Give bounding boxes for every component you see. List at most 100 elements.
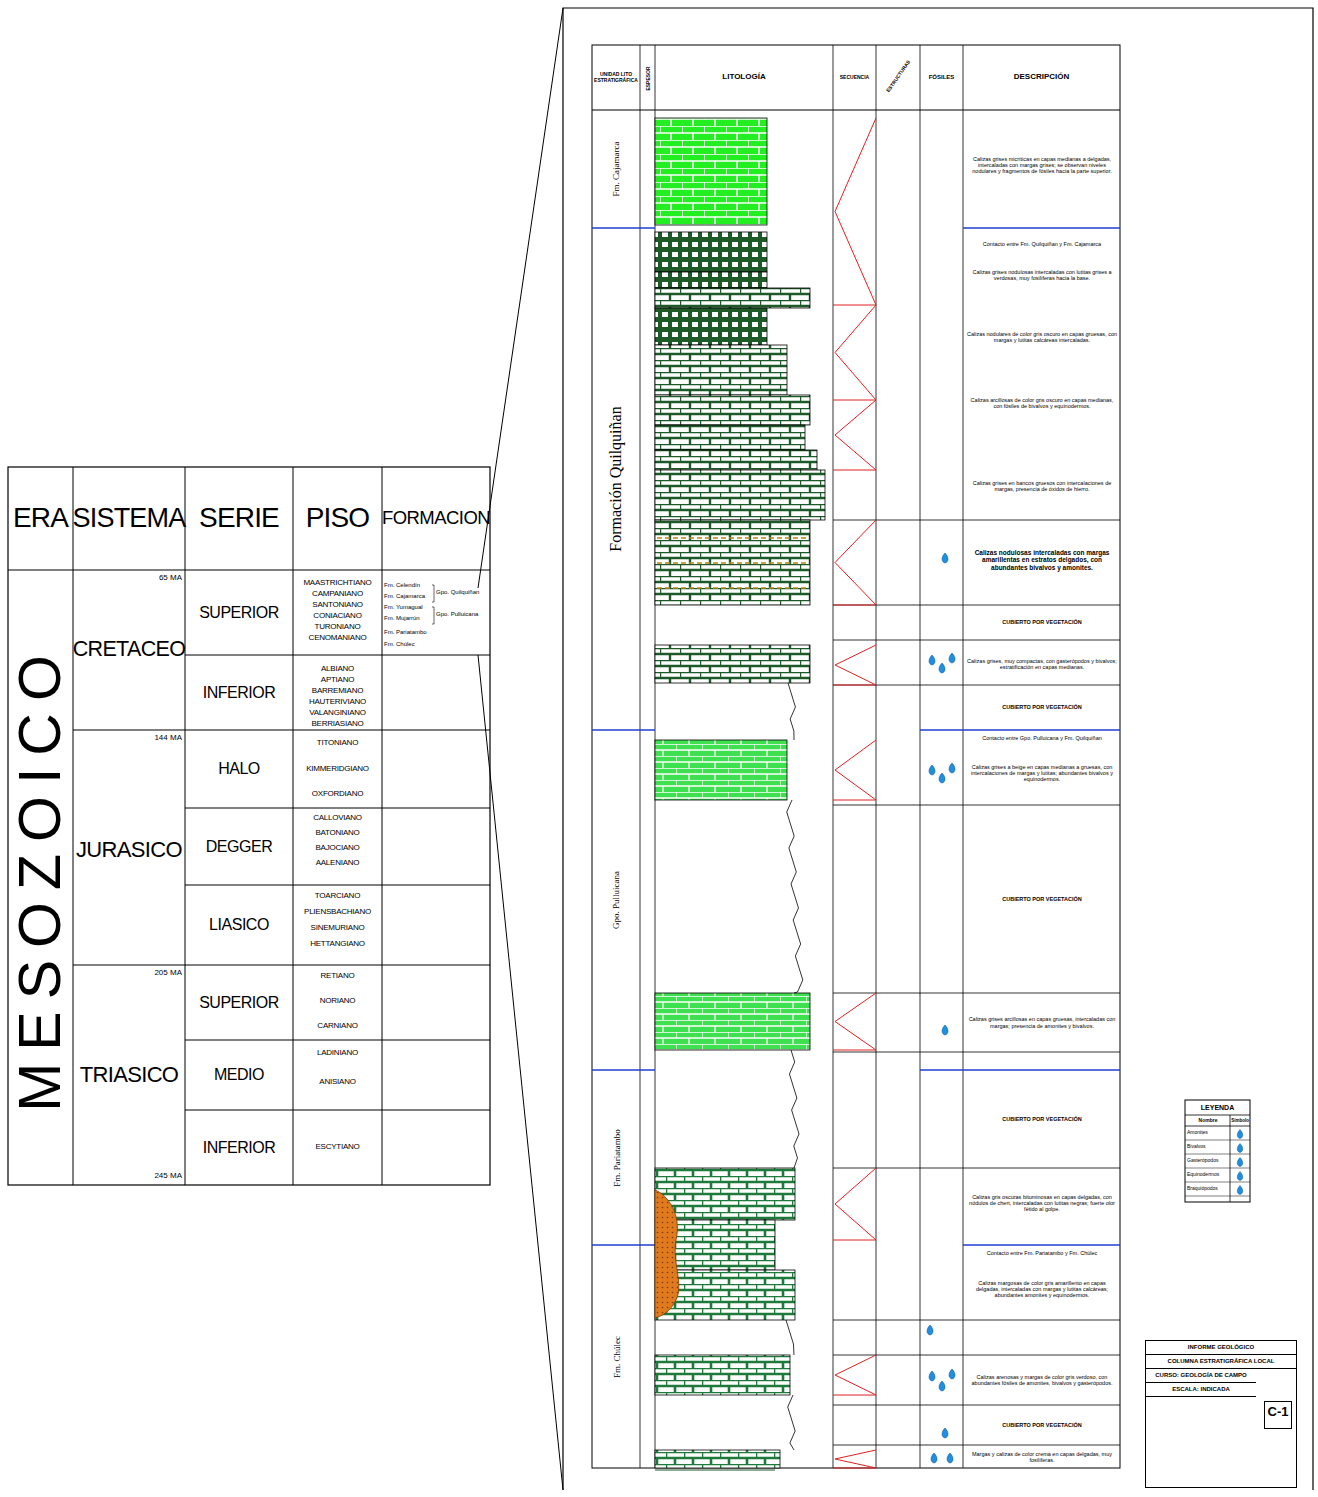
contact-line	[920, 1069, 963, 1070]
column-label: Nombre	[1186, 1116, 1230, 1126]
fossil-shape	[939, 1381, 945, 1391]
label-holder: MESOZOICO	[8, 570, 73, 1185]
description-text: Calizas arcillosas de color gris oscuro …	[966, 390, 1118, 416]
column-label: Fm. Yumagual	[384, 603, 432, 612]
table-cell: MAASTRICHTIANO	[293, 578, 382, 589]
title-text: CURSO: GEOLOGÍA DE CAMPO	[1146, 1369, 1256, 1383]
fossil-shape	[942, 1025, 948, 1035]
limestone-bed	[655, 395, 810, 425]
table-cell: BATONIANO	[293, 827, 382, 839]
zoom-line	[478, 8, 563, 588]
marl-band	[657, 587, 808, 588]
limestone-bed	[655, 470, 825, 520]
table-rule	[963, 45, 964, 1468]
fossil-shape	[949, 1369, 955, 1379]
table-rule	[833, 1320, 1120, 1321]
sequence-line	[833, 1395, 876, 1396]
fossil-symbol	[1237, 1186, 1242, 1195]
table-cell: DEGGER	[185, 808, 293, 885]
table-rule	[1230, 1115, 1231, 1202]
table-cell: HAUTERIVIANO	[293, 697, 382, 708]
table-cell: JURASICO	[73, 800, 185, 900]
description-text: Calizas grises nodulosas intercaladas co…	[966, 262, 1118, 288]
table-cell: TURONIANO	[293, 622, 382, 633]
table-rule	[1185, 1154, 1250, 1155]
fossil-symbol	[939, 773, 945, 783]
table-rule	[185, 655, 490, 656]
marl-band	[657, 562, 808, 563]
description-text: CUBIERTO POR VEGETACIÓN	[966, 1407, 1118, 1443]
limestone-bed	[655, 1355, 790, 1395]
contact-line	[963, 1244, 1120, 1245]
limestone-bed	[655, 272, 767, 288]
label-holder: Fm. Chúlec	[592, 1245, 640, 1468]
table-rule	[185, 808, 490, 809]
fossil-shape	[1237, 1186, 1242, 1195]
fossil-symbol	[949, 1369, 955, 1379]
table-cell: INFERIOR	[185, 1110, 293, 1185]
table-cell: AALENIANO	[293, 857, 382, 869]
column-label: FÓSILES	[920, 45, 963, 110]
fossil-shape	[942, 553, 948, 563]
label-holder: ESTRUCTURAS	[870, 70, 926, 82]
sheet-number-box: C-1	[1264, 1401, 1292, 1429]
sequence-line	[835, 520, 876, 605]
table-rule	[1185, 1168, 1250, 1169]
table-cell: MEDIO	[185, 1040, 293, 1110]
label-holder: ESPESOR	[640, 48, 655, 108]
fossil-symbol	[1237, 1130, 1242, 1139]
fossil-shape	[939, 663, 945, 673]
column-label: Símbolo	[1230, 1116, 1250, 1126]
contact-line	[592, 729, 655, 730]
title-text: INFORME GEOLÓGICO	[1146, 1341, 1296, 1355]
description-text: Contacto entre Gpo. Pulluicana y Fm. Qui…	[966, 733, 1118, 744]
column-label: DESCRIPCIÓN	[963, 45, 1120, 110]
sheet-frame	[563, 8, 1313, 1490]
table-rule	[833, 1052, 1120, 1053]
table-cell: 205 MA	[140, 967, 182, 979]
table-cell: TITONIANO	[293, 736, 382, 750]
sequence-line	[835, 645, 876, 685]
description-text: CUBIERTO POR VEGETACIÓN	[966, 1072, 1118, 1166]
fossil-symbol	[1237, 1172, 1242, 1181]
column-label: Fm. Chúlec	[384, 640, 436, 649]
limestone-bed	[655, 345, 787, 395]
sequence-line	[833, 800, 876, 801]
covered-edge	[789, 1050, 799, 1168]
description-text: CUBIERTO POR VEGETACIÓN	[966, 607, 1118, 638]
formation-bracket	[432, 607, 434, 624]
table-rule	[833, 45, 834, 1468]
fossil-symbol	[927, 1325, 933, 1335]
table-rule	[833, 1445, 1120, 1446]
table-cell: ERA	[8, 467, 73, 570]
fossil-shape	[931, 1453, 937, 1463]
fossil-symbol	[942, 553, 948, 563]
description-text: Calizas grises arcillosas en capas grues…	[966, 995, 1118, 1050]
column-label: Fm. Chúlec	[592, 1245, 640, 1468]
legend-text: Bivalvos	[1187, 1144, 1229, 1149]
fossil-symbol	[942, 1428, 948, 1438]
sequence-line	[833, 400, 876, 401]
description-text: CUBIERTO POR VEGETACIÓN	[966, 807, 1118, 991]
column-label: Gpo. Pulluicana	[592, 730, 640, 1070]
table-cell: 144 MA	[140, 732, 182, 744]
column-label: SECUENCIA	[833, 45, 876, 110]
table-cell: LADINIANO	[293, 1046, 382, 1060]
column-frame	[592, 45, 1120, 1468]
table-rule	[8, 570, 490, 571]
table-rule	[185, 1040, 490, 1041]
table-rule	[920, 45, 921, 1468]
table-rule	[876, 45, 877, 1468]
limestone-bed	[655, 232, 767, 272]
fossil-symbol	[947, 1453, 953, 1463]
sequence-line	[835, 1355, 876, 1395]
sequence-line	[835, 740, 876, 800]
label-holder: Fm. Cajamarca	[592, 110, 640, 228]
sequence-line	[835, 1450, 876, 1468]
table-cell: OXFORDIANO	[293, 787, 382, 801]
table-cell: INFERIOR	[185, 655, 293, 730]
limestone-bed	[655, 288, 810, 308]
column-label: ESPESOR	[640, 48, 655, 108]
table-rule	[382, 467, 383, 1185]
